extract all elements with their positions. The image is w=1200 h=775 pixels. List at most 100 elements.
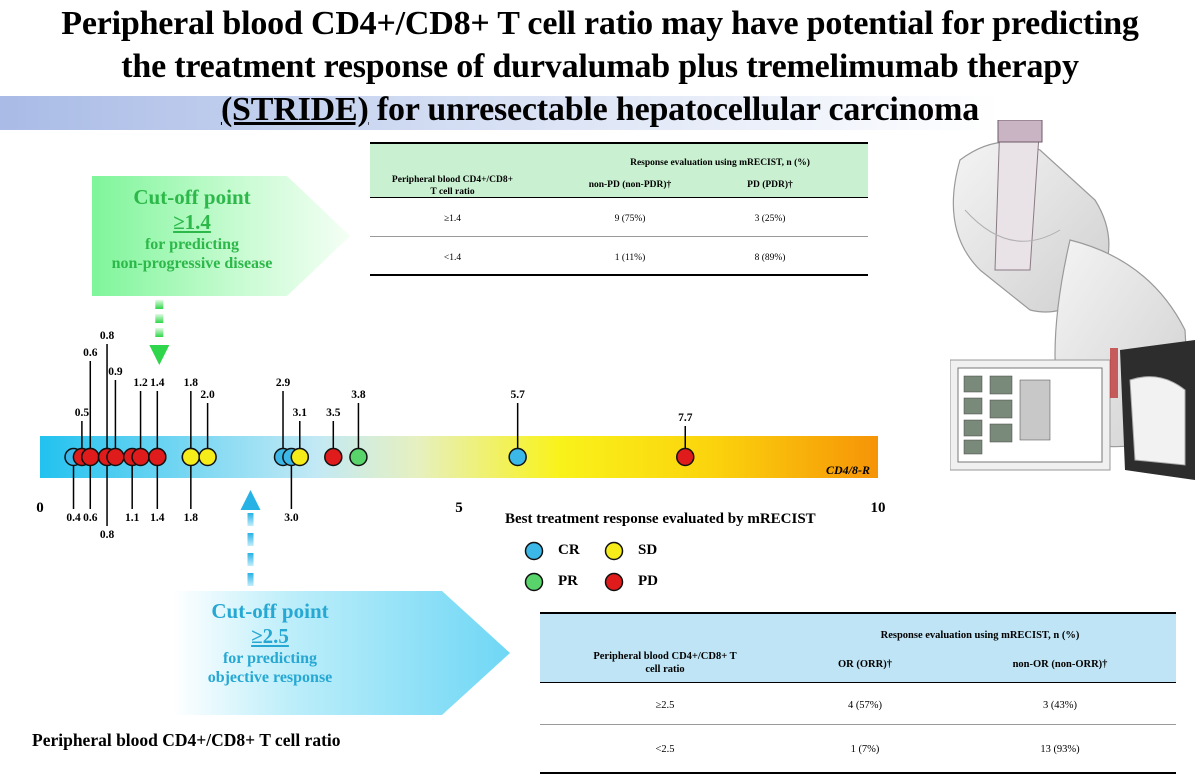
title-line-2: the treatment response of durvalumab plu… [121, 48, 1079, 85]
point-marker-10 [148, 447, 167, 467]
table-top-col2: PD (PDR)† [747, 180, 793, 190]
point-label-1: 0.5 [75, 407, 90, 419]
point-marker-17 [324, 447, 343, 467]
table-bottom-r1-c2: 3 (43%) [1042, 700, 1078, 711]
table-bottom-row-divider [540, 724, 1176, 725]
table-top-divider [370, 197, 868, 198]
point-label-8: 1.2 [133, 377, 148, 389]
legend-cr-label: CR [558, 542, 580, 558]
legend-pd-label: PD [638, 573, 658, 589]
legend-pr-label: PR [558, 573, 578, 589]
cutoff-top-dash-2 [155, 328, 164, 337]
point-label-2: 0.6 [83, 347, 98, 359]
table-top-col1: non-PD (non-PDR)† [588, 180, 672, 190]
cutoff-bottom-value: ≥2.5 [251, 624, 289, 648]
legend-title: Best treatment response evaluated by mRE… [505, 511, 816, 527]
cutoff-top-value: ≥1.4 [173, 210, 211, 234]
point-marker-13 [198, 447, 217, 467]
cutoff-bottom-arrowhead [240, 490, 261, 510]
point-label-18: 3.8 [351, 389, 366, 401]
table-top-r1-group: ≥1.4 [443, 214, 462, 224]
point-label-13: 2.0 [200, 389, 215, 401]
cutoff-top-line1: for predicting [144, 236, 240, 253]
cutoff-bottom-heading: Cut-off point [211, 599, 329, 623]
title-highlight-band [0, 96, 1000, 130]
legend-cr-marker [524, 541, 544, 561]
table-bottom-caption: Response evaluation using mRECIST, n (%) [880, 630, 1080, 641]
point-label-4: 0.8 [100, 330, 115, 342]
table-top-r2-c1: 1 (11%) [614, 253, 646, 263]
cutoff-bottom-dash-1 [247, 533, 254, 546]
cutoff-bottom-dash-3 [247, 573, 254, 586]
cutoff-bottom-dash-2 [247, 553, 254, 566]
point-label-20: 7.7 [678, 412, 693, 424]
point-marker-18 [349, 447, 368, 467]
page-title: Peripheral blood CD4+/CD8+ T cell ratio … [0, 2, 1200, 131]
point-label-14: 2.9 [276, 377, 291, 389]
table-bottom-r1-group: ≥2.5 [655, 700, 675, 711]
point-label-19: 5.7 [510, 389, 525, 401]
table-bottom-row-header: Peripheral blood CD4+/CD8+ T cell ratio [593, 651, 737, 675]
point-marker-12 [181, 447, 201, 467]
ratio-gradient-bar [40, 436, 878, 478]
point-marker-3 [81, 447, 100, 467]
table-top-r2-group: <1.4 [443, 253, 462, 263]
x-tick-10: 10 [871, 500, 886, 516]
cutoff-bottom-line2: objective response [207, 669, 333, 686]
legend-pr-marker [524, 572, 544, 592]
cutoff-top-dash-1 [155, 314, 164, 323]
table-top-r2-c2: 8 (89%) [754, 253, 786, 263]
title-stride: (STRIDE) [220, 91, 369, 128]
title-line-1: Peripheral blood CD4+/CD8+ T cell ratio … [61, 5, 1139, 42]
axis-label: CD4/8-R [826, 463, 870, 477]
cutoff-top-line2: non-progressive disease [111, 255, 273, 272]
point-label-15: 3.0 [284, 512, 299, 524]
flow-cytometer-illustration [950, 340, 1195, 480]
title-line-3-rest: for unresectable hepatocellular carcinom… [368, 91, 980, 128]
table-bottom-r2-c1: 1 (7%) [850, 744, 880, 755]
table-bottom: Response evaluation using mRECIST, n (%)… [540, 612, 1176, 774]
x-tick-0: 0 [36, 500, 44, 516]
point-label-17: 3.5 [326, 407, 341, 419]
point-label-0: 0.4 [66, 512, 81, 524]
point-label-5: 0.8 [100, 529, 115, 541]
point-marker-6 [106, 447, 125, 467]
cutoff-bottom-arrow-shape [172, 591, 510, 715]
cutoff-top-dash-0 [155, 300, 164, 309]
cutoff-top-arrow-shape [92, 176, 350, 296]
point-label-10: 1.4 [150, 512, 165, 524]
legend-sd-label: SD [638, 542, 658, 558]
table-top-r1-c2: 3 (25%) [754, 214, 786, 224]
title-line-3: (STRIDE) for unresectable hepatocellular… [0, 88, 1200, 131]
point-label-12: 1.8 [184, 512, 199, 524]
point-label-11: 1.8 [184, 377, 199, 389]
point-marker-19 [508, 447, 527, 467]
table-bottom-col2: non-OR (non-ORR)† [1012, 659, 1108, 670]
table-bottom-r1-c1: 4 (57%) [847, 700, 883, 711]
table-top-caption: Response evaluation using mRECIST, n (%) [630, 158, 810, 168]
cutoff-bottom-line1: for predicting [222, 650, 318, 667]
table-top-row-divider [370, 236, 868, 237]
table-bottom-r2-c2: 13 (93%) [1040, 744, 1080, 755]
legend-sd-marker [604, 541, 624, 561]
legend-pd-marker [604, 572, 624, 592]
table-top-row-header: Peripheral blood CD4+/CD8+ T cell ratio [391, 175, 514, 197]
cutoff-bottom-dash-0 [247, 513, 254, 526]
point-label-6: 0.9 [108, 366, 123, 378]
cutoff-top-heading: Cut-off point [133, 185, 251, 209]
table-top-r1-c1: 9 (75%) [614, 214, 646, 224]
point-label-16: 3.1 [293, 407, 308, 419]
point-marker-20 [676, 447, 695, 467]
table-top: Response evaluation using mRECIST, n (%)… [370, 142, 868, 276]
table-bottom-divider [540, 682, 1176, 683]
bottom-axis-caption: Peripheral blood CD4+/CD8+ T cell ratio [32, 730, 341, 750]
point-marker-8 [131, 447, 150, 467]
point-label-3: 0.6 [83, 512, 98, 524]
table-bottom-col1: OR (ORR)† [838, 659, 892, 670]
cutoff-bottom-label: Cut-off point ≥2.5 for predicting object… [150, 599, 390, 687]
cutoff-top-arrowhead [149, 345, 170, 365]
cutoff-top-label: Cut-off point ≥1.4 for predicting non-pr… [92, 185, 292, 273]
point-marker-16 [290, 447, 310, 467]
point-label-7: 1.1 [125, 512, 140, 524]
